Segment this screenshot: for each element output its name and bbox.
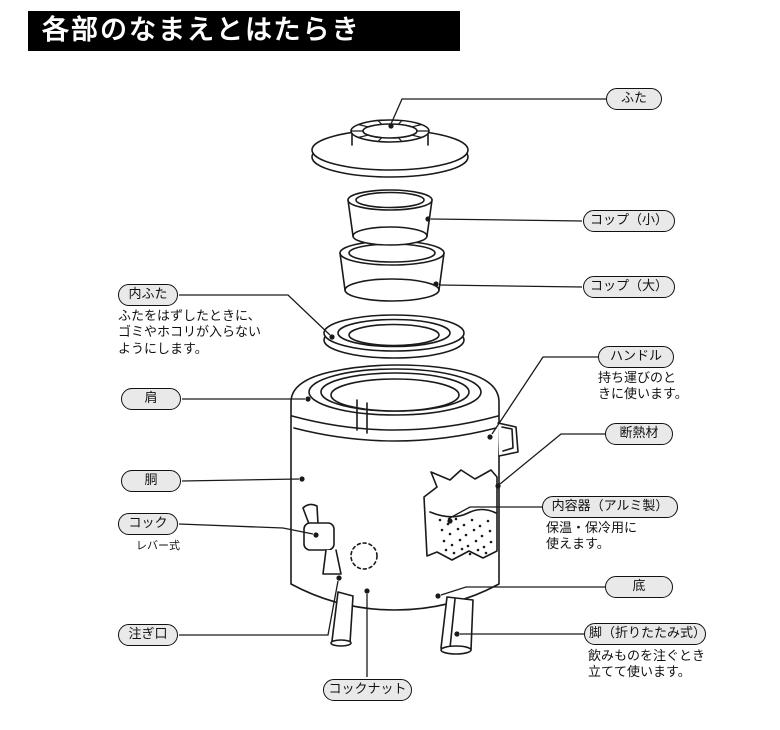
label-bottom: 底 <box>605 576 673 598</box>
label-cock: コック <box>118 513 178 535</box>
label-insulation: 断熱材 <box>605 423 673 445</box>
label-cup-large: コップ（大） <box>583 276 675 298</box>
legs-drawing <box>330 591 474 655</box>
label-shoulder: 肩 <box>121 388 181 410</box>
leader-spout <box>179 580 339 636</box>
leader-lid <box>390 98 606 125</box>
label-handle: ハンドル <box>598 346 674 368</box>
label-inner-container: 内容器（アルミ製） <box>542 496 678 518</box>
jug-body-drawing <box>290 364 500 611</box>
leader-body <box>181 478 300 482</box>
leader-cup-small <box>430 218 583 222</box>
cutaway-drawing <box>423 469 498 561</box>
lid-knurl-ticks <box>350 119 430 143</box>
insulation-stipple <box>438 517 493 556</box>
leader-bottom <box>440 586 605 596</box>
label-lid: ふた <box>606 88 662 110</box>
inner-lid-drawing <box>323 314 465 359</box>
page-title: 各部のなまえとはたらき <box>28 11 460 51</box>
desc-handle: 持ち運びのと きに使います。 <box>598 371 688 403</box>
leader-lines <box>178 98 606 677</box>
leader-handle <box>491 356 598 435</box>
leader-inner-container <box>447 506 542 520</box>
desc-inner-lid: ふたをはずしたときに、 ゴミやホコリが入らない ようにします。 <box>118 309 262 357</box>
tap-drawing <box>302 503 378 575</box>
leader-cup-large <box>438 284 583 288</box>
label-inner-lid: 内ふた <box>118 284 178 306</box>
label-cup-small: コップ（小） <box>583 210 675 232</box>
desc-legs: 飲みものを注ぐとき 立てて使います。 <box>588 649 706 681</box>
lid-drawing <box>311 119 469 178</box>
label-cock-nut: コックナット <box>323 679 412 701</box>
cock-nut-drawing <box>350 542 378 570</box>
cup-large-drawing <box>339 240 445 302</box>
handle-drawing <box>497 422 519 457</box>
label-legs: 脚（折りたたみ式） <box>584 623 706 645</box>
label-body: 胴 <box>121 470 181 492</box>
label-spout: 注ぎ口 <box>118 624 178 646</box>
leader-dots <box>299 123 501 637</box>
sub-label-cock-lever: レバー式 <box>136 539 180 552</box>
leader-insulation <box>499 433 605 485</box>
leader-inner-lid <box>179 294 331 336</box>
leader-cock <box>178 523 314 535</box>
desc-inner-container: 保温・保冷用に 使えます。 <box>546 521 638 553</box>
cup-small-drawing <box>347 189 433 246</box>
